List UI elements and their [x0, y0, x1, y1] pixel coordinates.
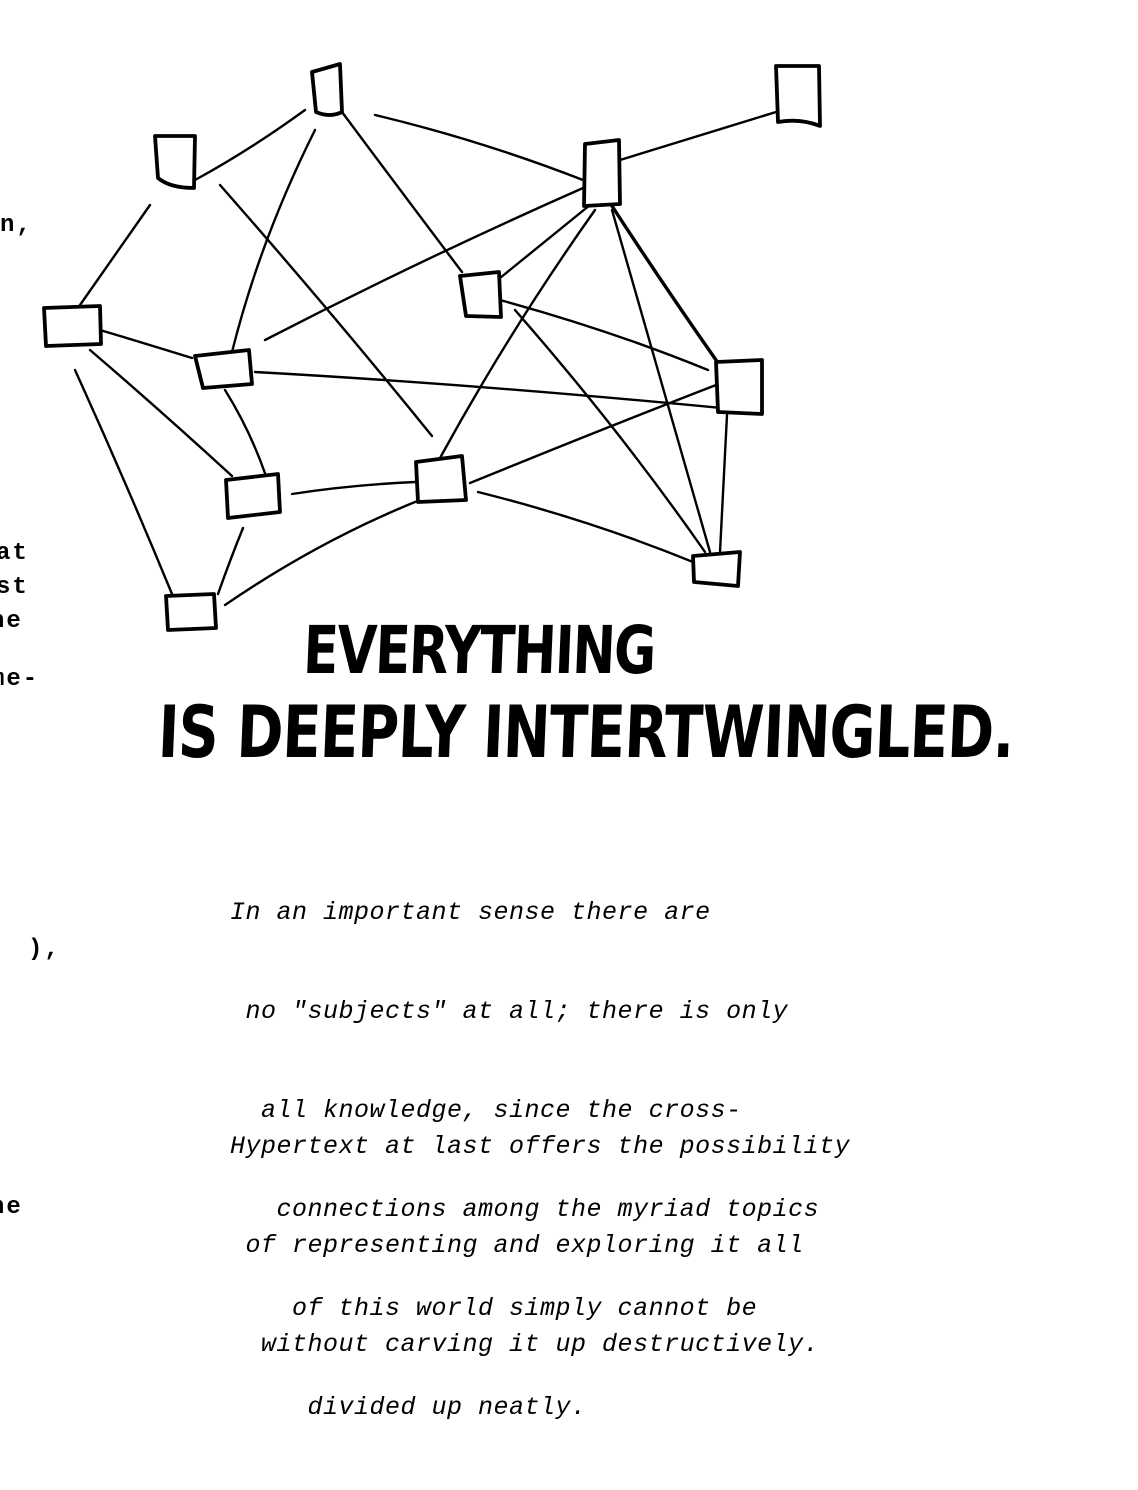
fragment-text: ), — [28, 936, 61, 963]
fragment-text: ne — [0, 608, 23, 635]
edge-line — [73, 368, 174, 596]
edge-line — [263, 186, 585, 342]
edge-line — [253, 370, 764, 414]
fragment-text: st — [0, 574, 29, 601]
quote-paragraph-2: Hypertext at last offers the possibility… — [230, 1064, 850, 1427]
edge-line — [216, 526, 245, 596]
fragment-text: me- — [0, 666, 40, 693]
quote-line: In an important sense there are — [230, 898, 711, 927]
edge-line — [98, 328, 194, 360]
document-node — [582, 138, 622, 208]
edge-line — [223, 388, 268, 478]
edge-line — [290, 480, 417, 496]
edge-line — [618, 110, 778, 162]
document-node — [224, 472, 282, 520]
fragment-text: at — [0, 540, 29, 567]
document-node — [414, 454, 468, 504]
edge-line — [223, 498, 422, 607]
edge-line — [513, 308, 707, 554]
document-node — [458, 270, 503, 319]
edge-line — [438, 208, 597, 460]
edge-line — [193, 108, 307, 182]
fragment-text: ne — [0, 1194, 23, 1221]
document-page: n, at st ne me- ), ne — [0, 0, 1138, 1422]
quote-line: without carving it up destructively. — [230, 1330, 820, 1359]
edge-line — [78, 203, 152, 307]
document-node — [164, 592, 218, 632]
nodes — [42, 62, 822, 632]
document-node — [42, 304, 103, 348]
quote-line: connections among the myriad topics — [230, 1195, 820, 1224]
document-node — [310, 62, 344, 117]
network-diagram — [0, 0, 1138, 640]
edge-line — [373, 113, 585, 182]
edge-line — [230, 128, 317, 354]
document-node — [193, 348, 254, 390]
quote-line: of representing and exploring it all — [230, 1231, 804, 1260]
headline-line-2: IS DEEPLY INTERTWINGLED. — [156, 690, 1016, 774]
quote-line: Hypertext at last offers the possibility — [230, 1132, 851, 1161]
edge-line — [88, 348, 234, 478]
fragment-text: n, — [0, 212, 33, 239]
edge-line — [498, 298, 710, 372]
quote-line: all knowledge, since the cross- — [230, 1096, 742, 1125]
edge-line — [218, 183, 434, 438]
network-graph — [42, 62, 822, 632]
document-node — [153, 134, 197, 190]
headline-line-1: EVERYTHING — [301, 612, 657, 689]
document-node — [691, 550, 742, 588]
edge-line — [498, 203, 592, 280]
edge-line — [610, 204, 718, 362]
edge-line — [476, 490, 695, 564]
quote-line: no "subjects" at all; there is only — [230, 997, 789, 1026]
document-node — [714, 358, 764, 416]
edge-line — [340, 110, 464, 274]
edges — [73, 108, 778, 607]
edge-line — [610, 208, 712, 554]
document-node — [774, 64, 822, 128]
edge-line — [468, 383, 718, 485]
edge-line — [718, 413, 729, 554]
